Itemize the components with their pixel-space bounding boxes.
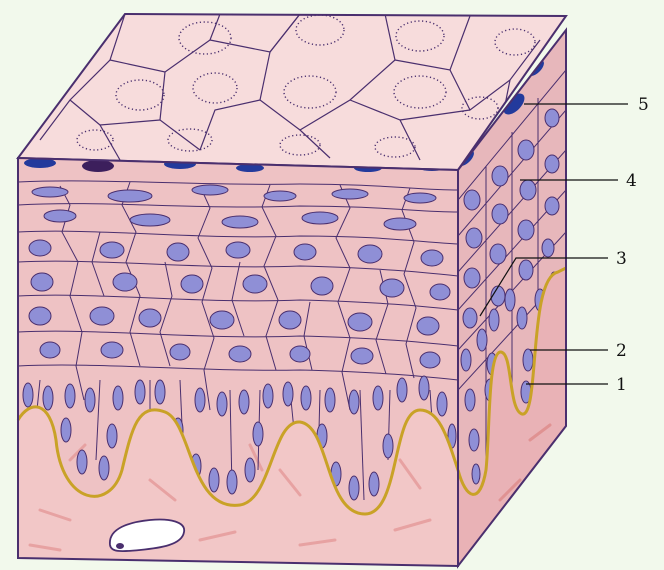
- callout-label-5: 5: [638, 95, 649, 115]
- callout-label-1: 1: [616, 375, 627, 395]
- capillary-nucleus: [116, 543, 124, 549]
- callout-label-2: 2: [616, 341, 627, 361]
- callout-label-3: 3: [616, 249, 627, 269]
- front-face: [18, 155, 458, 566]
- callout-label-4: 4: [626, 171, 637, 191]
